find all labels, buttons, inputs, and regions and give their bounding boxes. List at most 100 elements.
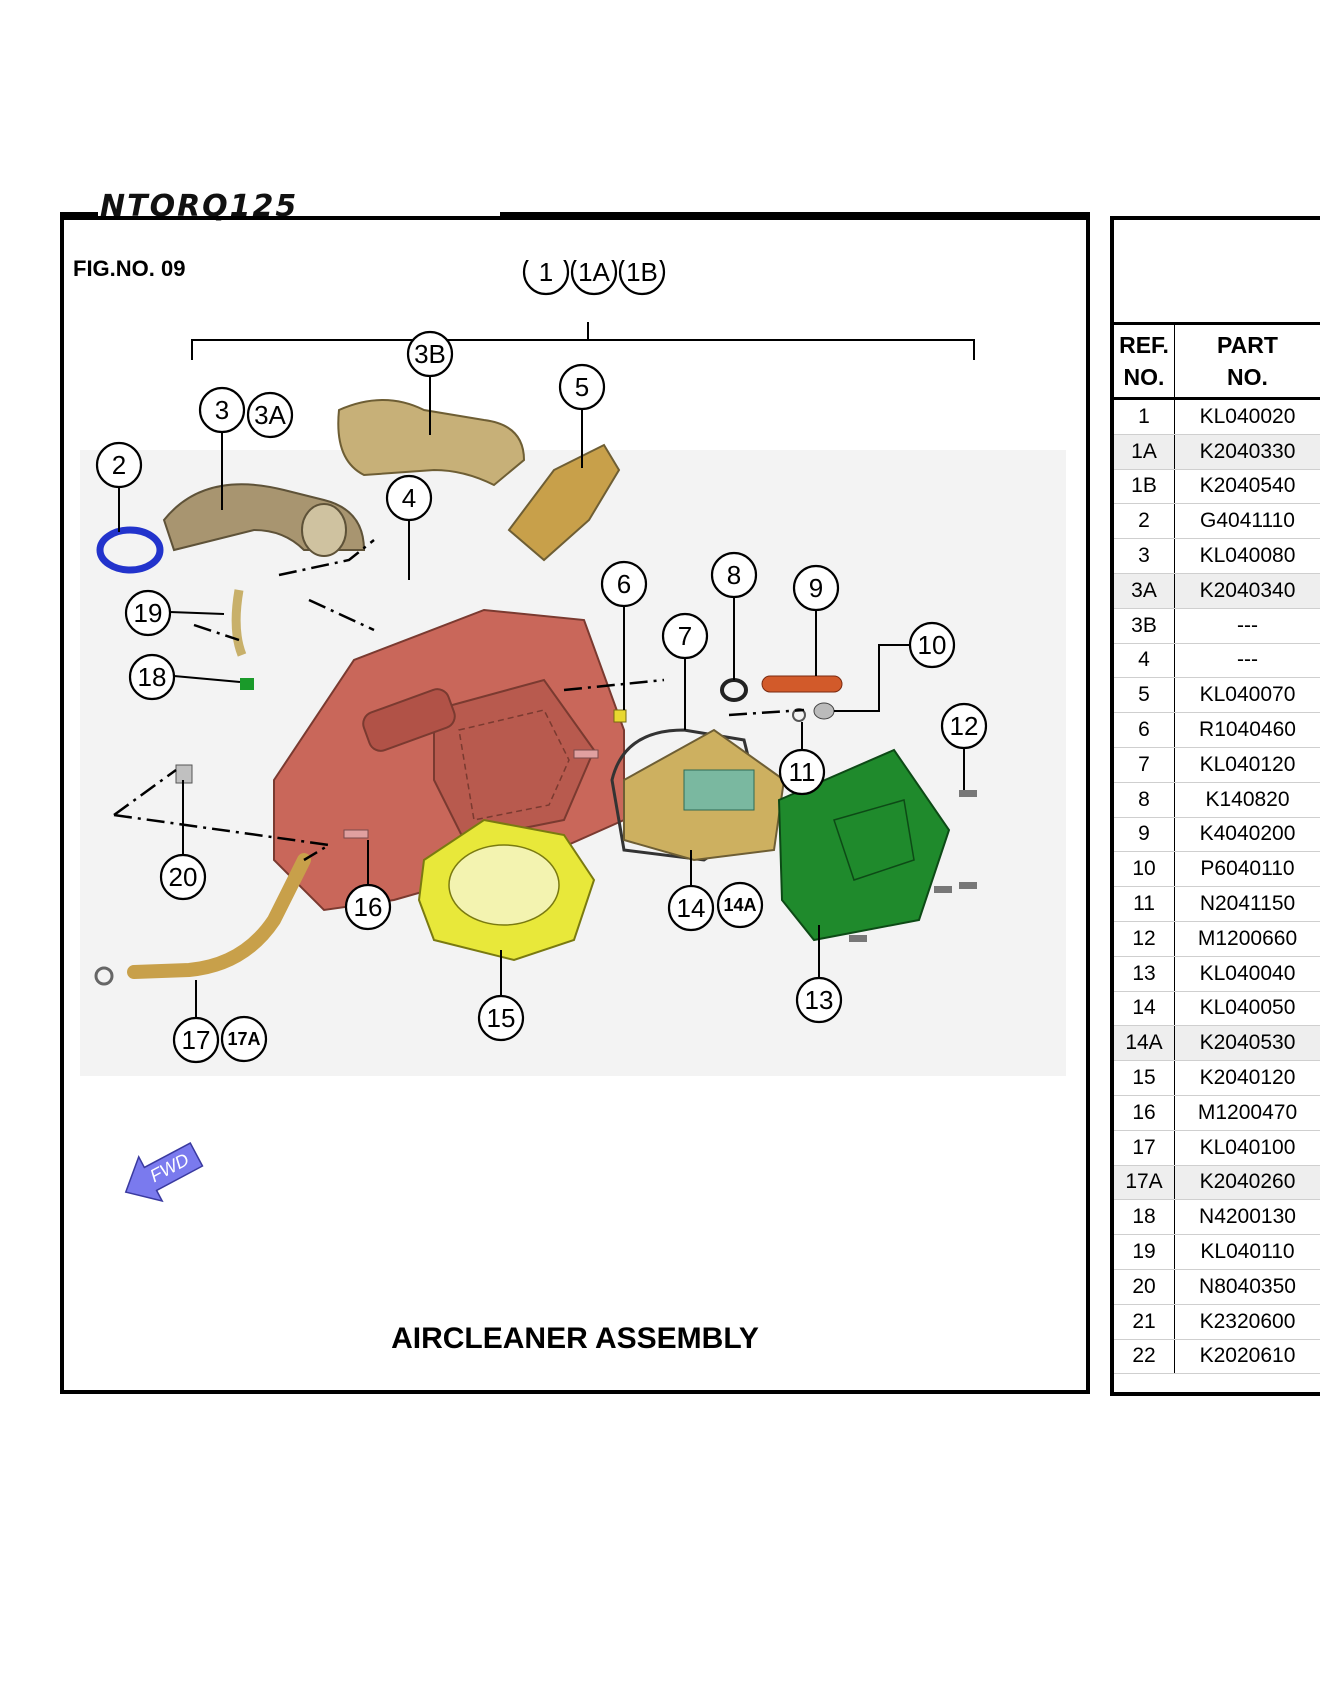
air-box-inlet [362,688,456,752]
svg-text:13: 13 [805,985,834,1015]
svg-text:3B: 3B [414,339,446,369]
svg-text:20: 20 [169,862,198,892]
screw-12-c [934,886,952,893]
part-no-cell: K140820 [1174,782,1320,818]
svg-text:12: 12 [950,711,979,741]
fwd-arrow: FWD [124,1142,204,1203]
screw-12-d [849,935,867,942]
svg-text:15: 15 [487,1003,516,1033]
header-rule-left [60,212,98,216]
ref-no-cell: 17A [1114,1165,1175,1201]
callout-3a: 3A [246,391,294,439]
screw-12-b [959,882,977,889]
part-no-cell: KL040020 [1174,398,1320,435]
figure-title: AIRCLEANER ASSEMBLY [391,1322,759,1355]
callout-16: 16 [344,883,392,931]
assembly-guide-lines [113,539,805,862]
svg-text:9: 9 [809,573,823,603]
part-no-cell: K2020610 [1174,1339,1320,1375]
clip-6 [613,709,627,723]
svg-text:6: 6 [617,569,631,599]
table-row: 4--- [1114,643,1320,679]
svg-text:17: 17 [182,1025,211,1055]
drain-hose-9 [761,675,843,693]
assembly-bracket [191,339,975,360]
drain-spring [94,966,114,986]
ref-no-cell: 7 [1114,747,1175,783]
ref-no-cell: 1A [1114,434,1175,470]
part-no-cell: N2041150 [1174,886,1320,922]
part-no-cell: P6040110 [1174,851,1320,888]
callout-20: 20 [159,853,207,901]
ref-no-cell: 19 [1114,1234,1175,1270]
svg-text:1A: 1A [578,260,610,287]
callout-9: 9 [792,564,840,612]
ref-no-cell: 3A [1114,573,1175,609]
exploded-diagram: 1 1A 1B 2 3 3A 3B 4 5 6 7 8 9 10 11 12 1… [80,260,1066,1203]
part-no-cell: KL040100 [1174,1130,1320,1166]
svg-text:5: 5 [575,372,589,402]
drain-tube [127,853,311,979]
svg-text:10: 10 [918,630,947,660]
ref-no-cell: 1B [1114,469,1175,505]
ref-no-cell: 3B [1114,608,1175,644]
svg-text:1: 1 [539,260,553,287]
part-no-cell: K2040260 [1174,1165,1320,1201]
ref-no-cell: 6 [1114,712,1175,748]
air-box-opening [433,678,596,842]
callout-12: 12 [940,702,988,750]
ref-no-cell: 20 [1114,1269,1175,1305]
o-ring-11 [792,708,806,722]
callout-6: 6 [600,560,648,608]
part-no-cell: M1200660 [1174,921,1320,957]
part-no-cell: M1200470 [1174,1095,1320,1131]
callout-4: 4 [385,474,433,522]
svg-text:3: 3 [215,395,229,425]
ref-no-cell: 11 [1114,886,1175,922]
callout-17: 17 [172,1016,220,1064]
figure-number: FIG.NO. 09 [73,256,186,281]
ref-no-cell: 22 [1114,1339,1175,1375]
callout-3: 3 [198,386,246,434]
ref-no-cell: 9 [1114,817,1175,853]
part-no-cell: K2320600 [1174,1304,1320,1340]
part-no-cell: K2040540 [1174,469,1320,505]
part-no-cell: KL040080 [1174,538,1320,574]
svg-text:4: 4 [402,483,416,513]
screw-22-b [573,749,599,759]
snorkel-duct [507,443,621,562]
figure-frame [60,216,1090,1394]
part-no-cell: N8040350 [1174,1269,1320,1305]
screw-16 [343,829,369,839]
callout-2: 2 [95,441,143,489]
part-no-cell: KL040120 [1174,747,1320,783]
svg-text:18: 18 [138,662,167,692]
part-no-cell: --- [1174,608,1320,644]
callout-3b: 3B [406,330,454,378]
foam-sponge-hole [448,844,560,926]
ref-no-cell: 1 [1114,398,1175,435]
svg-text:2: 2 [112,450,126,480]
svg-text:7: 7 [678,621,692,651]
leader-lines [118,375,965,1020]
